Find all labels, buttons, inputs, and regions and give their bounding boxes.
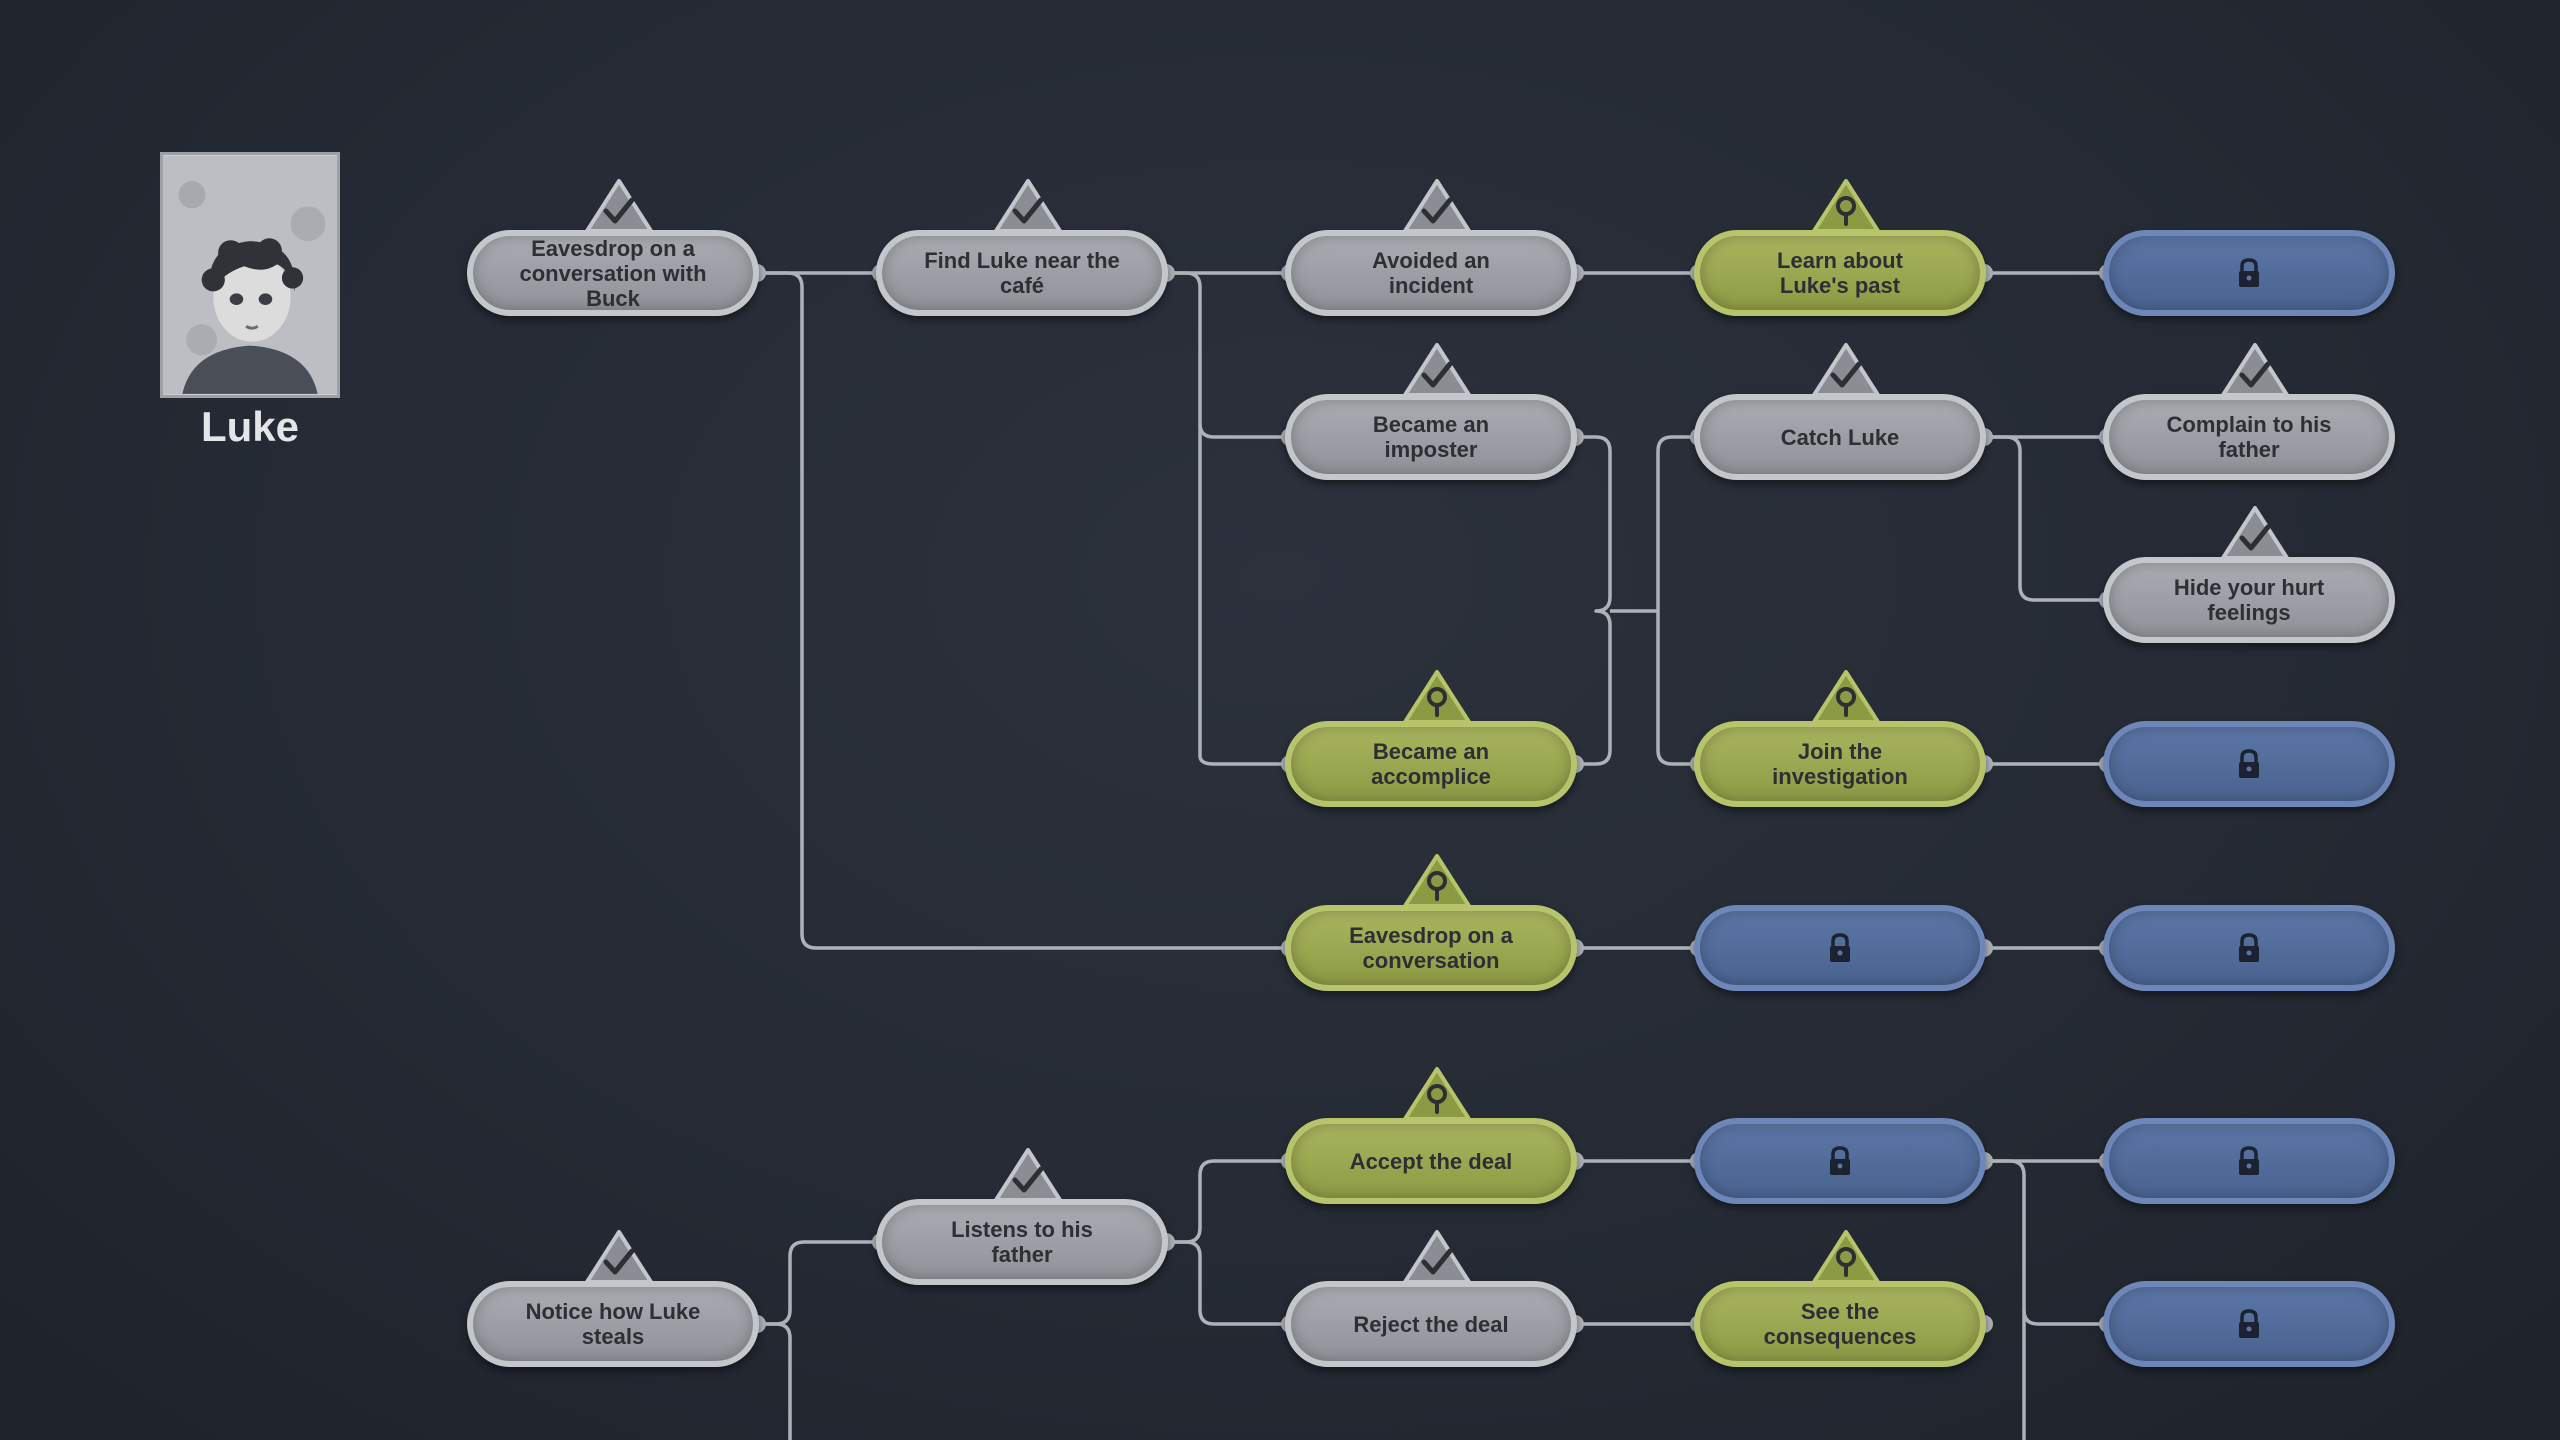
lock-icon — [1830, 933, 1850, 962]
lock-icon — [2239, 258, 2259, 287]
lock-icon — [2239, 1309, 2259, 1338]
node-label: Accept the deal — [1349, 1148, 1513, 1174]
node-label: Avoided an incident — [1372, 248, 1490, 298]
check-icon — [1402, 342, 1472, 398]
story-node[interactable]: Eavesdrop on a conversation — [1285, 854, 1577, 991]
locked-story-node[interactable] — [2103, 1118, 2395, 1204]
check-icon — [993, 178, 1063, 234]
story-node[interactable]: Became an imposter — [1285, 343, 1577, 480]
node-label: See the consequences — [1763, 1299, 1917, 1349]
boy-portrait-icon — [163, 156, 337, 394]
character-name: Luke — [200, 403, 300, 450]
story-node[interactable]: Join the investigation — [1694, 670, 1986, 807]
story-node[interactable]: Catch Luke — [1694, 343, 1986, 480]
node-label: Became an accomplice — [1371, 739, 1491, 789]
story-node[interactable]: Became an accomplice — [1285, 670, 1577, 807]
node-label: Became an imposter — [1372, 412, 1490, 462]
story-node[interactable]: Listens to his father — [876, 1148, 1168, 1285]
node-label: Join the investigation — [1772, 739, 1908, 789]
check-icon — [1402, 178, 1472, 234]
story-node[interactable]: Eavesdrop on a conversation with Buck — [467, 179, 759, 316]
check-icon — [1402, 1229, 1472, 1285]
check-icon — [1811, 342, 1881, 398]
node-label: Catch Luke — [1780, 424, 1900, 450]
locked-story-node[interactable] — [2103, 905, 2395, 991]
lock-icon — [1830, 1146, 1850, 1175]
story-node[interactable]: Learn about Luke's past — [1694, 179, 1986, 316]
locked-story-node[interactable] — [1694, 905, 1986, 991]
locked-story-node[interactable] — [2103, 1281, 2395, 1367]
check-icon — [584, 178, 654, 234]
check-icon — [993, 1147, 1063, 1203]
story-node[interactable]: Find Luke near the café — [876, 179, 1168, 316]
node-label: Reject the deal — [1353, 1311, 1509, 1337]
story-node[interactable]: Complain to his father — [2103, 343, 2395, 480]
character-portrait — [160, 152, 340, 398]
story-node[interactable]: Hide your hurt feelings — [2103, 506, 2395, 643]
magnifier-icon — [1402, 853, 1472, 909]
magnifier-icon — [1402, 669, 1472, 725]
lock-icon — [2239, 1146, 2259, 1175]
story-node[interactable]: Reject the deal — [1285, 1230, 1577, 1367]
node-label: Find Luke near the café — [924, 248, 1120, 298]
check-icon — [584, 1229, 654, 1285]
check-icon — [2220, 342, 2290, 398]
magnifier-icon — [1811, 1229, 1881, 1285]
check-icon — [2220, 505, 2290, 561]
story-node[interactable]: Accept the deal — [1285, 1067, 1577, 1204]
locked-story-node[interactable] — [1694, 1118, 1986, 1204]
story-node[interactable]: See the consequences — [1694, 1230, 1986, 1367]
node-label: Eavesdrop on a conversation — [1349, 923, 1513, 973]
magnifier-icon — [1402, 1066, 1472, 1122]
locked-story-node[interactable] — [2103, 721, 2395, 807]
magnifier-icon — [1811, 669, 1881, 725]
node-label: Listens to his father — [951, 1217, 1093, 1267]
lock-icon — [2239, 749, 2259, 778]
story-node[interactable]: Notice how Luke steals — [467, 1230, 759, 1367]
node-label: Eavesdrop on a conversation with Buck — [519, 235, 707, 311]
node-label: Notice how Luke steals — [525, 1299, 701, 1349]
node-label: Complain to his father — [2166, 412, 2332, 462]
story-node[interactable]: Avoided an incident — [1285, 179, 1577, 316]
locked-story-node[interactable] — [2103, 230, 2395, 316]
lock-icon — [2239, 933, 2259, 962]
node-label: Hide your hurt feelings — [2173, 575, 2325, 625]
magnifier-icon — [1811, 178, 1881, 234]
node-label: Learn about Luke's past — [1777, 248, 1903, 298]
